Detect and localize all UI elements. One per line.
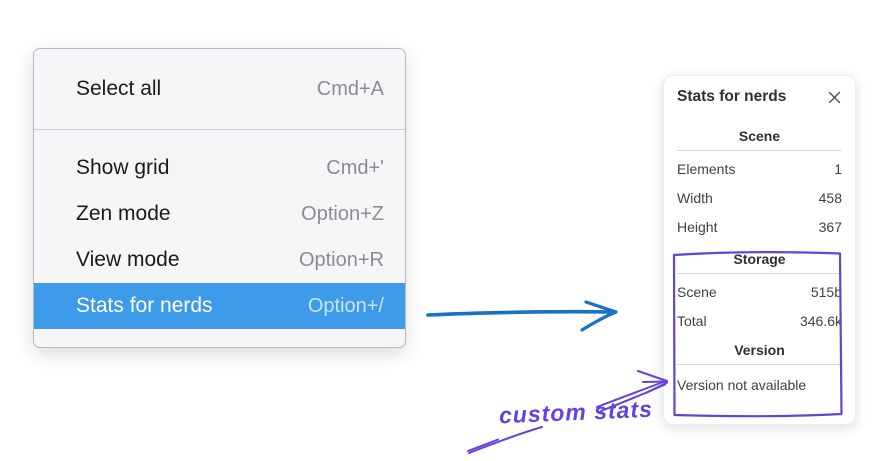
stat-label: Total: [677, 312, 707, 329]
stat-label: Elements: [677, 160, 736, 177]
menu-item-shortcut: Cmd+A: [316, 77, 384, 100]
blue-arrow-shaft: [426, 309, 615, 317]
menu-item-label: View mode: [76, 248, 180, 271]
stat-value: 346.6k: [799, 312, 842, 329]
menu-item-label: Stats for nerds: [76, 294, 213, 317]
stat-row-scene-size: Scene 515b: [677, 277, 842, 306]
section-divider: [677, 150, 842, 151]
section-storage: Storage Scene 515b Total 346.6k: [677, 249, 842, 335]
stat-row-total-size: Total 346.6k: [677, 306, 842, 335]
close-icon[interactable]: [826, 89, 842, 105]
menu-divider: [34, 129, 405, 130]
context-menu: Select all Cmd+A Show grid Cmd+' Zen mod…: [33, 48, 406, 348]
menu-item-shortcut: Cmd+': [326, 156, 384, 179]
stat-value: 458: [818, 189, 842, 206]
menu-item-select-all[interactable]: Select all Cmd+A: [34, 66, 405, 112]
section-version: Version Version not available: [677, 340, 842, 398]
menu-item-stats-for-nerds[interactable]: Stats for nerds Option+/: [34, 283, 405, 329]
stat-value: 515b: [810, 283, 842, 300]
panel-title: Stats for nerds: [677, 88, 787, 105]
section-scene: Scene Elements 1 Width 458 Height 367: [677, 126, 842, 241]
menu-item-show-grid[interactable]: Show grid Cmd+': [34, 145, 405, 191]
stat-row-width: Width 458: [677, 183, 842, 212]
menu-item-label: Show grid: [76, 156, 170, 179]
stat-row-height: Height 367: [677, 212, 842, 241]
stat-label: Height: [677, 218, 718, 235]
section-header: Scene: [738, 128, 781, 144]
stat-label: Width: [677, 189, 713, 206]
section-header: Storage: [733, 251, 786, 267]
stats-for-nerds-panel: Stats for nerds Scene Elements 1 Width 4…: [663, 75, 856, 425]
menu-item-shortcut: Option+Z: [301, 202, 384, 225]
stat-value: 1: [834, 160, 842, 177]
menu-item-label: Zen mode: [76, 202, 171, 225]
menu-item-shortcut: Option+/: [307, 294, 384, 317]
menu-item-view-mode[interactable]: View mode Option+R: [34, 237, 405, 283]
custom-stats-annotation: custom stats: [498, 395, 654, 429]
blue-arrow-head: [580, 300, 618, 332]
menu-item-zen-mode[interactable]: Zen mode Option+Z: [34, 191, 405, 237]
stat-label: Scene: [677, 283, 717, 300]
menu-section-top: Select all Cmd+A: [34, 49, 405, 129]
custom-stats-tail-line: [467, 426, 543, 454]
menu-section-bottom: Show grid Cmd+' Zen mode Option+Z View m…: [34, 130, 405, 347]
stat-row-elements: Elements 1: [677, 154, 842, 183]
version-note: Version not available: [677, 377, 807, 393]
menu-item-shortcut: Option+R: [298, 248, 384, 271]
panel-header: Stats for nerds: [677, 88, 842, 106]
section-header: Version: [734, 342, 785, 358]
menu-item-label: Select all: [76, 77, 162, 100]
stat-value: 367: [818, 218, 842, 235]
